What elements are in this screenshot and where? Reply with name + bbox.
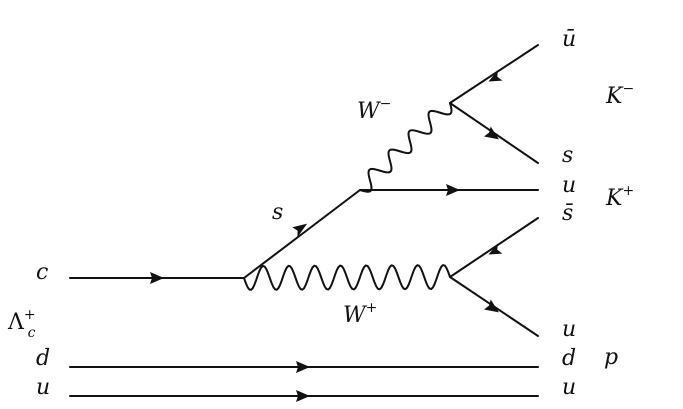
s-mid-label: s bbox=[272, 200, 283, 225]
ubar-arrow-icon bbox=[488, 70, 503, 82]
c-quark-label: c bbox=[36, 260, 48, 285]
w-minus-boson-line bbox=[359, 102, 453, 193]
d-arrow-icon bbox=[296, 361, 310, 373]
ubar-label: ū bbox=[562, 27, 576, 52]
u-left-label: u bbox=[36, 375, 50, 400]
k-minus-label: K− bbox=[605, 81, 634, 109]
w-plus-label: W+ bbox=[343, 300, 377, 328]
d-left-label: d bbox=[36, 346, 50, 371]
d-right-label: d bbox=[562, 346, 576, 371]
k-plus-label: K+ bbox=[605, 183, 634, 211]
s-right-label: s bbox=[562, 143, 573, 168]
c-arrow-icon bbox=[150, 272, 164, 284]
w-minus-label: W− bbox=[357, 96, 391, 124]
sbar-label: s̄ bbox=[562, 201, 573, 226]
u-arrow-icon bbox=[296, 390, 310, 402]
u-top-arrow-icon bbox=[446, 184, 460, 196]
u-right-mid-label: u bbox=[562, 317, 576, 342]
proton-label: p bbox=[604, 345, 618, 370]
ubar-line bbox=[449, 44, 539, 104]
s-arrow-icon bbox=[292, 223, 308, 238]
u-right-top-label: u bbox=[562, 173, 576, 198]
u-right-bottom-label: u bbox=[562, 375, 576, 400]
s-right-arrow-icon bbox=[484, 126, 499, 140]
w-plus-boson-line bbox=[243, 263, 451, 292]
s-quark-line bbox=[243, 189, 361, 279]
lambda-c-label: Λ+c bbox=[7, 307, 36, 341]
sbar-arrow-icon bbox=[488, 243, 503, 255]
sbar-line bbox=[449, 217, 539, 278]
u-right-arrow-icon bbox=[484, 299, 499, 313]
